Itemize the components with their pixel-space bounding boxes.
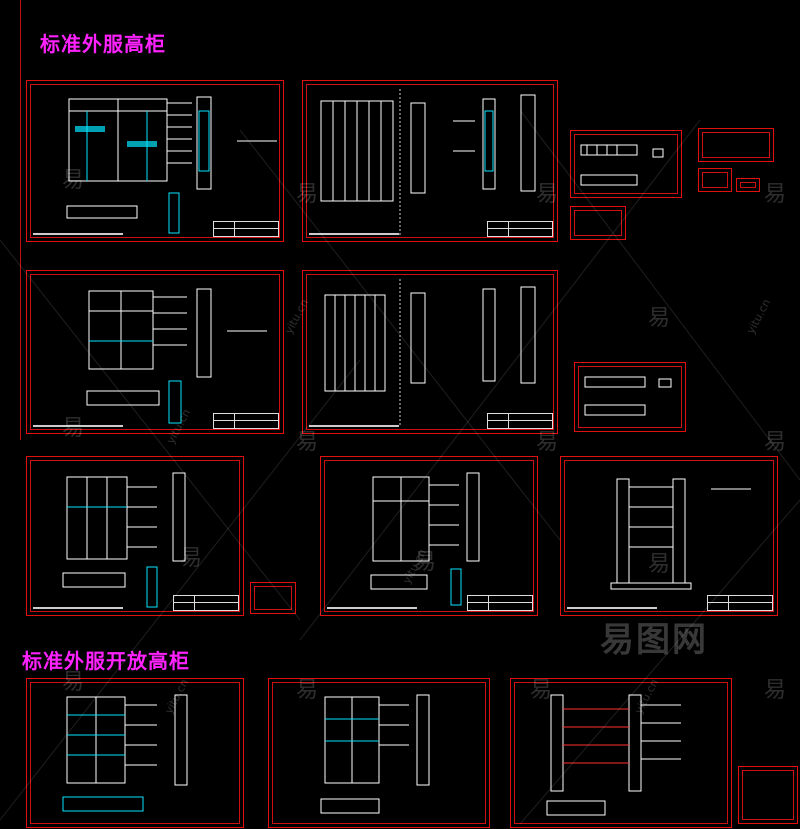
- watermark-glyph: 易: [764, 430, 787, 455]
- watermark-glyph: 易: [62, 416, 85, 441]
- sheet-detail-small-6[interactable]: [574, 362, 686, 432]
- sheet-detail-small-1[interactable]: [570, 130, 682, 198]
- sheet-door-panels-2[interactable]: [302, 270, 558, 434]
- watermark-glyph: 易: [62, 670, 85, 695]
- watermark-glyph: 易: [536, 430, 559, 455]
- sheet-detail-small-5[interactable]: [736, 178, 760, 192]
- sheet-door-panels-1[interactable]: [302, 80, 558, 242]
- watermark-glyph: 易: [536, 182, 559, 207]
- watermark-glyph: 易: [764, 678, 787, 703]
- watermark-glyph: 易: [648, 306, 671, 331]
- section-title-standard-tall-cabinet: 标准外服高柜: [40, 32, 166, 56]
- sheet-elevation-2[interactable]: [26, 270, 284, 434]
- sheet-detail-small-7[interactable]: [250, 582, 296, 614]
- watermark-glyph: 易: [296, 430, 319, 455]
- sheet-elevation-4[interactable]: [320, 456, 538, 616]
- sheet-elevation-3[interactable]: [26, 456, 244, 616]
- watermark-glyph: 易: [414, 550, 437, 575]
- sheet-detail-small-3[interactable]: [698, 128, 774, 162]
- watermark-glyph: 易: [180, 546, 203, 571]
- watermark-glyph: 易: [62, 168, 85, 193]
- watermark-glyph: 易: [530, 678, 553, 703]
- watermark-brand: 易图网: [600, 620, 708, 660]
- sheet-elevation-5[interactable]: [560, 456, 778, 616]
- watermark-glyph: 易: [648, 552, 671, 577]
- watermark-glyph: 易: [296, 678, 319, 703]
- sheet-detail-small-4[interactable]: [698, 168, 732, 192]
- watermark-glyph: 易: [764, 182, 787, 207]
- sheet-detail-small-2[interactable]: [570, 206, 626, 240]
- sheet-elevation-1[interactable]: [26, 80, 284, 242]
- watermark-glyph: 易: [296, 182, 319, 207]
- section-title-open-tall-cabinet: 标准外服开放高柜: [22, 649, 190, 673]
- left-frame-line: [20, 0, 21, 440]
